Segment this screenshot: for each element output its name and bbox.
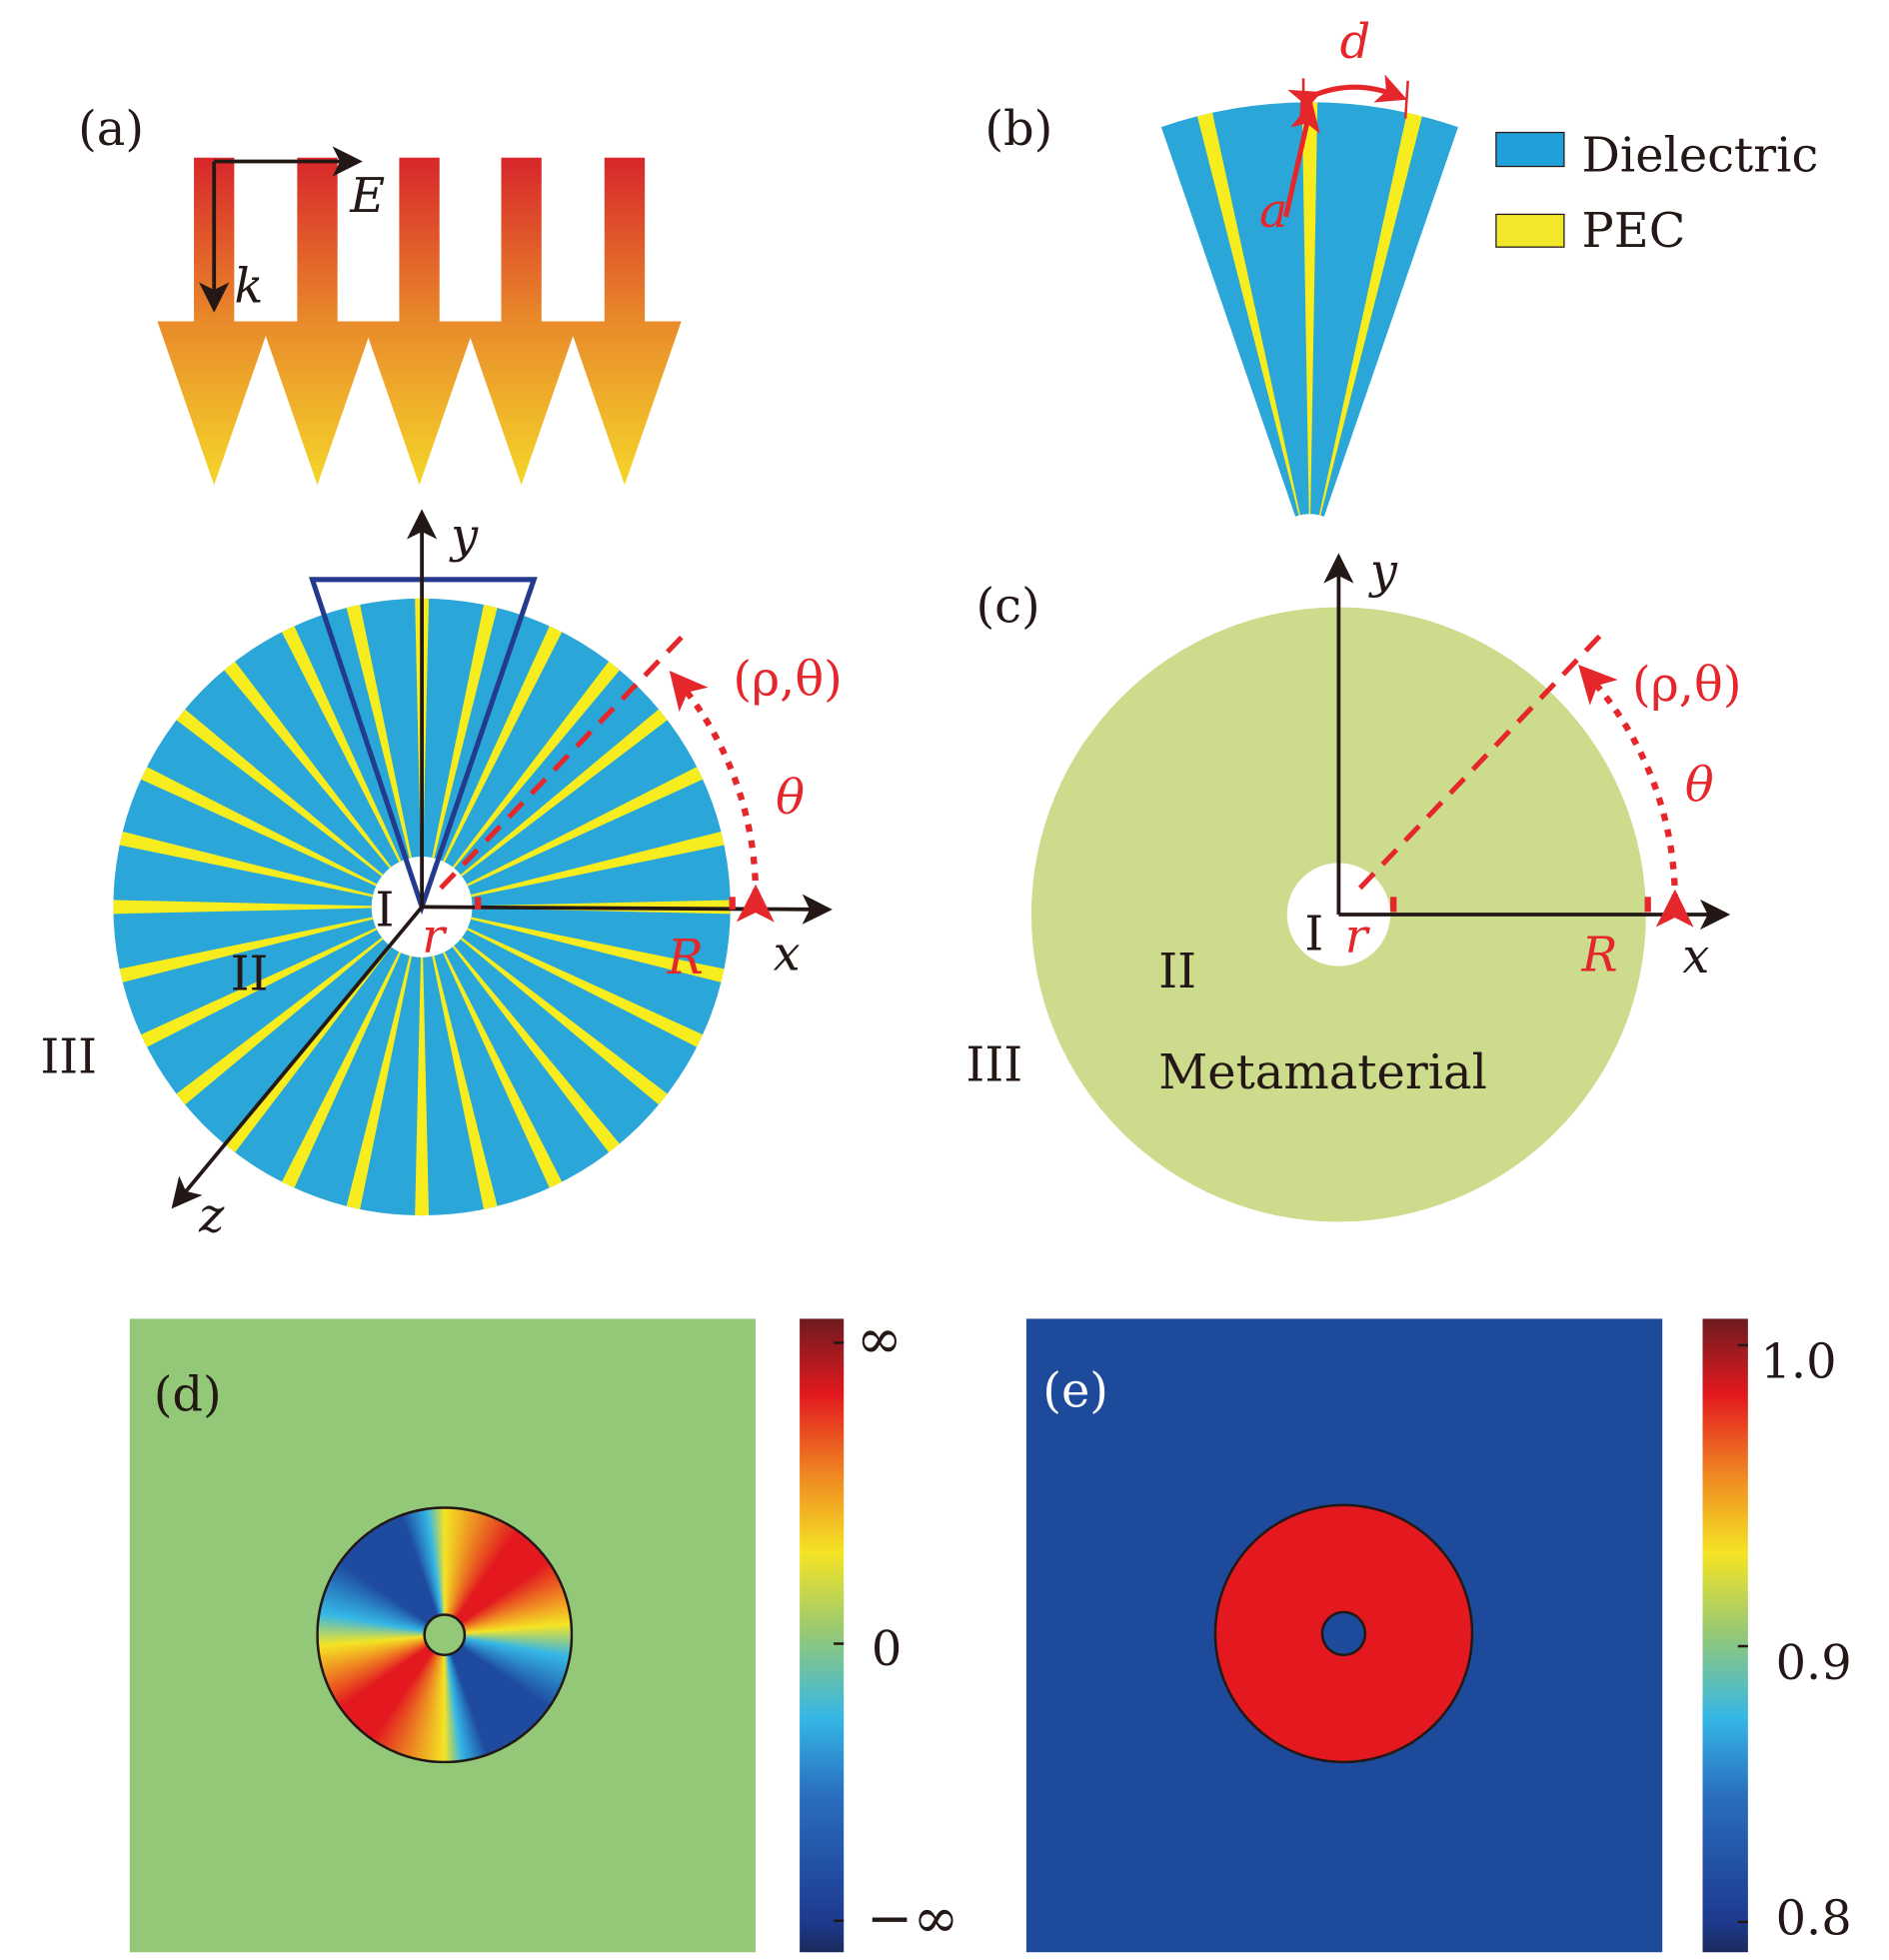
- x-label: x: [774, 927, 801, 981]
- legend: Dielectric PEC: [1495, 129, 1819, 259]
- pec-stripe: [442, 626, 563, 863]
- pec-stripe: [176, 709, 384, 877]
- pec-stripe: [1196, 112, 1300, 516]
- colorbar-e: [1702, 1318, 1748, 1953]
- panel-c-label: (c): [976, 580, 1040, 635]
- panel-b: (b) d a Dielectric PEC: [984, 15, 1818, 517]
- r-tick: [1390, 897, 1397, 913]
- region-I-label: I: [1304, 907, 1323, 962]
- y-label: y: [449, 509, 479, 564]
- unit-cell-sector: [1160, 102, 1458, 517]
- pec-stripe: [460, 937, 668, 1105]
- pec-stripe: [281, 952, 402, 1188]
- pec-stripe: [176, 937, 384, 1105]
- colorbar-d-max: ∞: [857, 1308, 903, 1372]
- legend-swatch-dielectric: [1495, 131, 1565, 168]
- pec-stripe: [432, 604, 498, 859]
- z-axis: [171, 906, 424, 1209]
- pec-stripe: [415, 957, 430, 1216]
- pec-stripe: [281, 626, 402, 863]
- region-III-label: III: [40, 1030, 97, 1085]
- pec-stripe: [467, 928, 704, 1047]
- region-II-label: II: [1158, 945, 1196, 999]
- panel-c: (c) (ρ,θ) θ R r I II III Metamaterial x …: [965, 544, 1742, 1222]
- pec-stripe: [460, 709, 668, 877]
- R-label: R: [667, 931, 704, 985]
- colorbar-d-mid: 0: [872, 1622, 902, 1677]
- pec-stripe: [470, 917, 725, 982]
- x-axis: [422, 894, 833, 925]
- pec-stripe: [432, 956, 498, 1209]
- theta-arc: [669, 670, 775, 923]
- a-label: a: [1259, 184, 1288, 239]
- a-arrow: [1283, 101, 1320, 218]
- r-label: r: [422, 910, 448, 965]
- inner-hole: [1320, 1610, 1367, 1657]
- pec-stripe: [224, 661, 392, 869]
- R-label: R: [1581, 929, 1618, 983]
- pec-stripe: [467, 767, 704, 887]
- pec-stripe: [1318, 112, 1422, 516]
- theta-arc: [1578, 665, 1694, 928]
- wave-arrow: [157, 157, 271, 486]
- legend-label-pec: PEC: [1582, 204, 1686, 259]
- pec-stripe: [1301, 102, 1318, 515]
- e-label: E: [349, 169, 385, 224]
- coord-label: (ρ,θ): [1632, 658, 1742, 713]
- panel-a: (a) E k (ρ,θ) θ R r I II III x y z: [40, 102, 843, 1243]
- panel-e: (e) 1.0 0.9 0.8: [1025, 1318, 1852, 1953]
- pec-stripe: [442, 952, 563, 1188]
- r-label: r: [1345, 910, 1371, 965]
- pec-stripe: [452, 661, 620, 869]
- region-I-label: I: [375, 883, 394, 938]
- colorbar-e-min: 0.8: [1776, 1892, 1852, 1947]
- pec-stripe: [452, 946, 620, 1153]
- pec-stripe: [470, 831, 725, 898]
- wave-arrow: [362, 157, 477, 486]
- R-tick: [729, 897, 736, 910]
- inner-hole: [423, 1613, 467, 1657]
- wave-arrow: [260, 157, 375, 486]
- region-II-label: II: [231, 948, 269, 1002]
- z-label: z: [198, 1189, 225, 1244]
- incident-wave-arrows: [157, 157, 682, 486]
- r-tick: [475, 897, 482, 910]
- R-tick: [1644, 897, 1651, 913]
- pec-stripe: [346, 956, 412, 1209]
- radial-dashed-line: [439, 634, 685, 891]
- permittivity-disk: [316, 1506, 574, 1764]
- coord-label: (ρ,θ): [733, 653, 843, 708]
- legend-swatch-pec: [1495, 213, 1565, 248]
- pec-stripe: [119, 831, 374, 898]
- theta-label: θ: [776, 771, 805, 826]
- theta-label: θ: [1685, 759, 1714, 814]
- d-label: d: [1340, 15, 1371, 70]
- colorbar-d: [800, 1318, 845, 1953]
- region-III-label: III: [965, 1037, 1022, 1092]
- pec-stripe: [141, 767, 378, 887]
- d-arc: [1287, 74, 1407, 118]
- colorbar-e-mid: 0.9: [1776, 1636, 1852, 1691]
- y-label: y: [1368, 544, 1398, 599]
- panel-e-label: (e): [1042, 1364, 1108, 1419]
- colorbar-e-max: 1.0: [1760, 1335, 1836, 1390]
- pec-stripe: [224, 946, 392, 1153]
- panel-b-label: (b): [984, 102, 1052, 157]
- k-label: k: [234, 260, 263, 315]
- wave-arrow: [464, 157, 579, 486]
- panel-d: (d) ∞ 0 −∞: [129, 1308, 959, 1953]
- panel-d-label: (d): [154, 1367, 222, 1422]
- colorbar-d-min: −∞: [867, 1887, 959, 1951]
- x-label: x: [1682, 930, 1709, 984]
- pec-stripe: [346, 604, 412, 859]
- pec-stripe: [113, 900, 372, 915]
- pec-stripe: [141, 928, 378, 1047]
- panel-a-label: (a): [78, 102, 144, 157]
- radial-dashed-line: [1357, 628, 1608, 891]
- wave-arrow: [568, 157, 682, 486]
- metamaterial-label: Metamaterial: [1158, 1045, 1487, 1100]
- legend-label-dielectric: Dielectric: [1582, 129, 1819, 184]
- pec-stripe: [119, 917, 374, 982]
